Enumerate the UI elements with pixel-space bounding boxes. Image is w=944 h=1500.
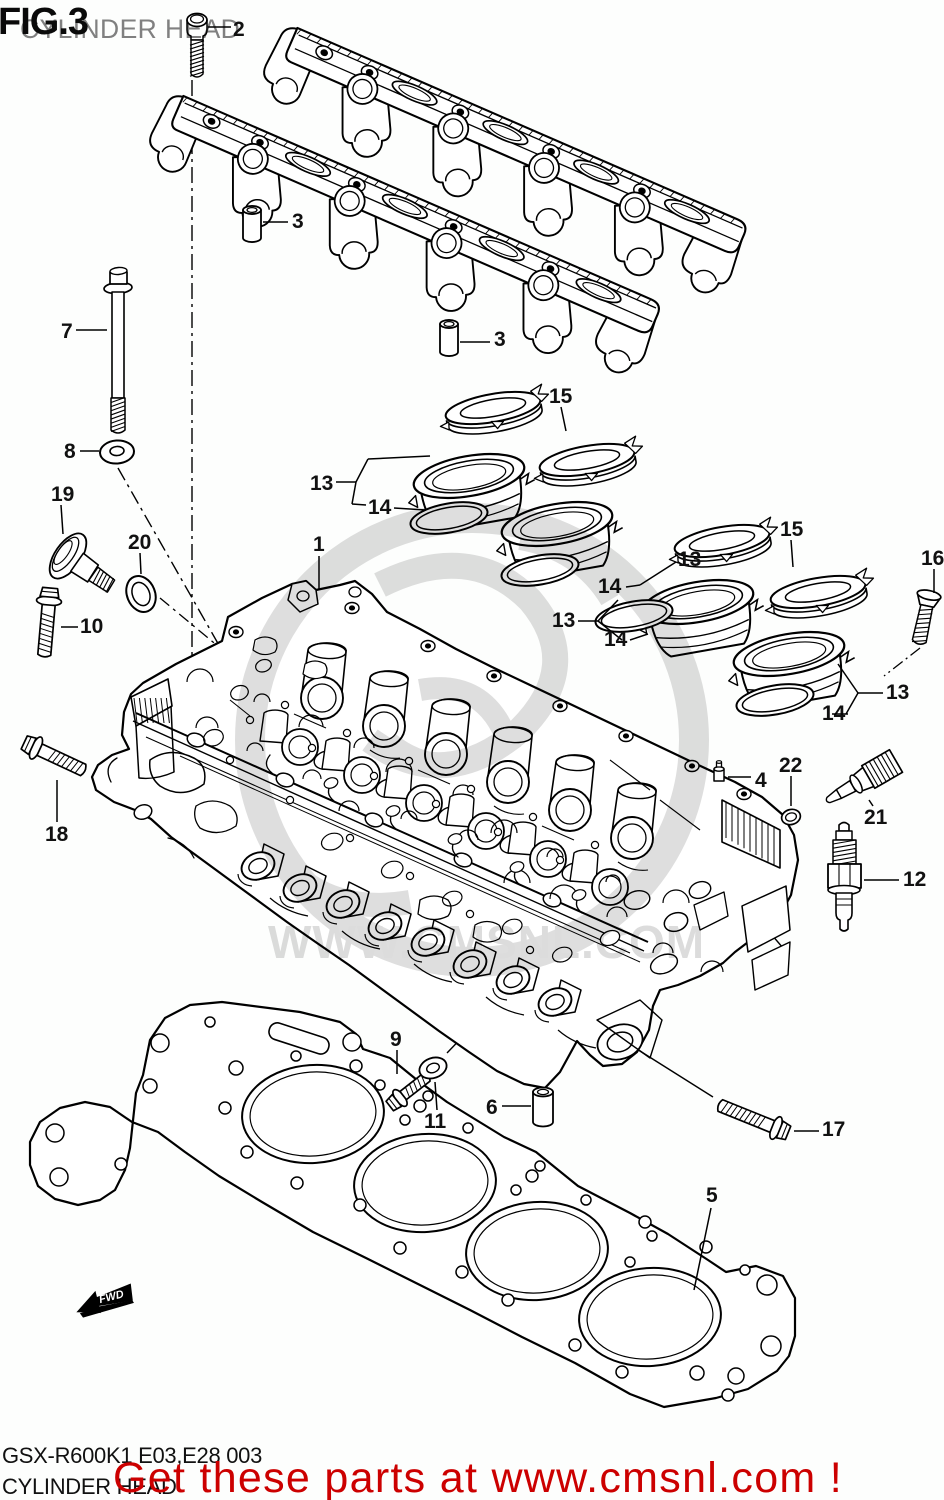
svg-text:9: 9	[390, 1028, 402, 1051]
svg-text:13: 13	[310, 472, 333, 495]
svg-text:22: 22	[779, 754, 802, 777]
svg-text:2: 2	[233, 18, 245, 41]
svg-text:13: 13	[886, 681, 909, 704]
svg-text:WWW.CMSNL.COM: WWW.CMSNL.COM	[268, 916, 705, 968]
svg-text:4: 4	[755, 769, 767, 792]
svg-text:7: 7	[61, 320, 73, 343]
svg-text:14: 14	[368, 496, 392, 519]
svg-text:Get these parts at www.cmsnl.c: Get these parts at www.cmsnl.com !	[113, 1454, 843, 1500]
svg-text:14: 14	[604, 628, 628, 651]
svg-text:CYLINDER HEAD: CYLINDER HEAD	[2, 1474, 177, 1499]
svg-text:17: 17	[822, 1118, 845, 1141]
svg-text:21: 21	[864, 806, 888, 829]
svg-text:15: 15	[780, 518, 804, 541]
svg-text:18: 18	[45, 823, 69, 846]
svg-text:8: 8	[64, 440, 76, 463]
svg-text:FWD: FWD	[98, 1288, 125, 1306]
svg-text:13: 13	[678, 548, 701, 571]
svg-text:10: 10	[80, 615, 103, 638]
svg-text:1: 1	[313, 533, 325, 556]
svg-text:FIG.3: FIG.3	[0, 1, 88, 43]
svg-text:12: 12	[903, 868, 926, 891]
svg-text:3: 3	[292, 210, 304, 233]
svg-text:16: 16	[921, 547, 944, 570]
svg-text:11: 11	[424, 1110, 447, 1133]
svg-text:3: 3	[494, 328, 506, 351]
svg-text:GSX-R600K1 E03,E28 003: GSX-R600K1 E03,E28 003	[2, 1443, 262, 1468]
svg-text:15: 15	[549, 385, 573, 408]
svg-text:20: 20	[128, 531, 151, 554]
svg-text:19: 19	[51, 483, 74, 506]
svg-text:5: 5	[706, 1184, 718, 1207]
svg-text:6: 6	[486, 1096, 498, 1119]
